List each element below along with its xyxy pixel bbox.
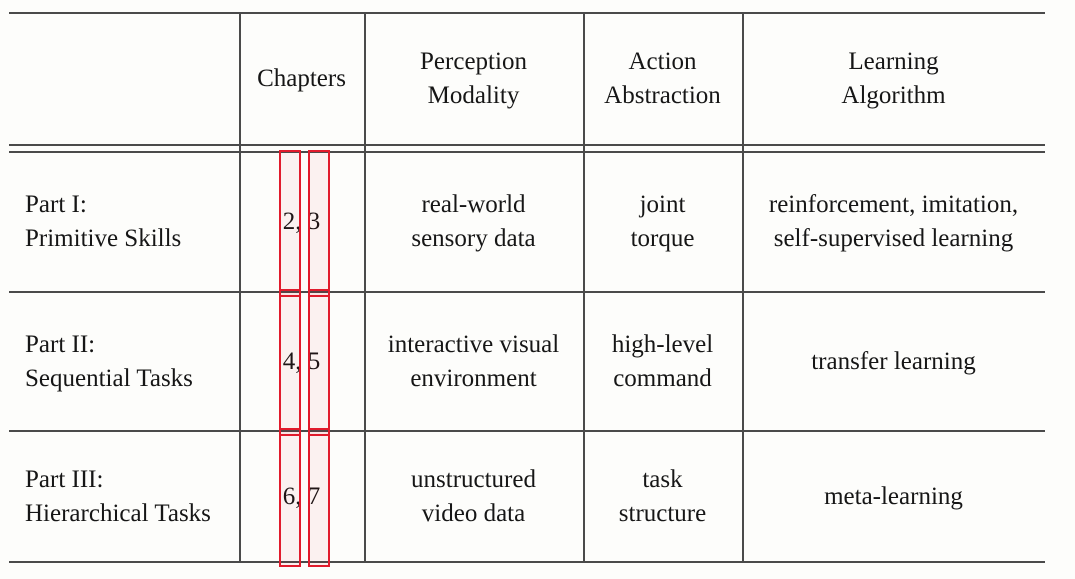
- cell-chapters-part-3: 6, 7: [239, 432, 364, 561]
- column-divider-chapters-perception: [364, 12, 366, 563]
- header-chapters: Chapters: [239, 14, 364, 144]
- row2-divider: [9, 430, 1045, 432]
- chapter-link-box-3[interactable]: [308, 150, 330, 297]
- cell-perception-part-2: interactive visual environment: [364, 293, 583, 430]
- row-label-line: Part II:: [25, 330, 96, 358]
- column-divider-label-chapters: [239, 12, 241, 563]
- row-label-line: Primitive Skills: [25, 225, 182, 252]
- cell-line: reinforcement, imitation,: [768, 191, 1019, 218]
- cell-line: transfer learning: [811, 347, 976, 375]
- cell-perception-part-3: unstructured video data: [364, 432, 583, 561]
- chapter-link-box-2[interactable]: [279, 150, 301, 297]
- cell-line: task: [642, 465, 683, 493]
- cell-learning-part-1: reinforcement, imitation, self-supervise…: [742, 153, 1045, 291]
- row-label-part-3: Part III: Hierarchical Tasks: [9, 432, 239, 561]
- column-divider-perception-action: [583, 12, 585, 563]
- cell-line: torque: [630, 225, 695, 252]
- cell-action-part-2: high-level command: [583, 293, 742, 430]
- header-line: Algorithm: [841, 82, 946, 109]
- cell-line: sensory data: [411, 225, 536, 252]
- row-label-part-1: Part I: Primitive Skills: [9, 153, 239, 291]
- chapter-link-box-7[interactable]: [308, 428, 330, 567]
- row-label-part-2: Part II: Sequential Tasks: [9, 293, 239, 430]
- cell-chapters-part-1: 2, 3: [239, 153, 364, 291]
- cell-learning-part-2: transfer learning: [742, 293, 1045, 430]
- cell-chapters-part-2: 4, 5: [239, 293, 364, 430]
- chapter-link-box-5[interactable]: [308, 289, 330, 436]
- header-line: Learning: [848, 48, 939, 75]
- cell-line: environment: [410, 364, 537, 392]
- cell-line: joint: [639, 191, 686, 218]
- cell-line: meta-learning: [824, 482, 963, 510]
- cell-action-part-3: task structure: [583, 432, 742, 561]
- header-action-abstraction: Action Abstraction: [583, 14, 742, 144]
- cell-line: unstructured: [411, 465, 536, 493]
- cell-line: self-supervised learning: [773, 225, 1014, 252]
- row-label-line: Hierarchical Tasks: [25, 499, 211, 527]
- row-label-line: Part III:: [25, 465, 104, 493]
- header-line: Abstraction: [604, 82, 721, 109]
- chapter-links-6-7[interactable]: 6, 7: [282, 482, 321, 510]
- header-line: Modality: [427, 82, 520, 109]
- chapter-links-2-3[interactable]: 2, 3: [282, 208, 321, 235]
- cell-action-part-1: joint torque: [583, 153, 742, 291]
- cell-line: high-level: [611, 330, 714, 358]
- table-bottom-rule: [9, 561, 1045, 563]
- row-label-line: Sequential Tasks: [25, 364, 193, 392]
- cell-perception-part-1: real-world sensory data: [364, 153, 583, 291]
- header-line: Perception: [420, 48, 527, 75]
- row1-divider: [9, 291, 1045, 293]
- header-chapters-label: Chapters: [257, 65, 346, 92]
- header-learning-algorithm: Learning Algorithm: [742, 14, 1045, 144]
- header-perception-modality: Perception Modality: [364, 14, 583, 144]
- chapter-link-box-4[interactable]: [279, 289, 301, 436]
- cell-line: real-world: [421, 191, 526, 218]
- cell-line: structure: [618, 499, 707, 527]
- header-double-rule-upper: [9, 144, 1045, 146]
- cell-line: command: [613, 364, 712, 392]
- header-double-rule-lower: [9, 151, 1045, 153]
- cell-line: video data: [421, 499, 526, 527]
- chapter-link-box-6[interactable]: [279, 428, 301, 567]
- cell-learning-part-3: meta-learning: [742, 432, 1045, 561]
- cell-line: interactive visual: [387, 330, 560, 358]
- chapter-links-4-5[interactable]: 4, 5: [282, 347, 321, 375]
- row-label-line: Part I:: [25, 191, 87, 218]
- header-line: Action: [628, 48, 697, 75]
- column-divider-action-learning: [742, 12, 744, 563]
- table-top-rule: [9, 12, 1045, 14]
